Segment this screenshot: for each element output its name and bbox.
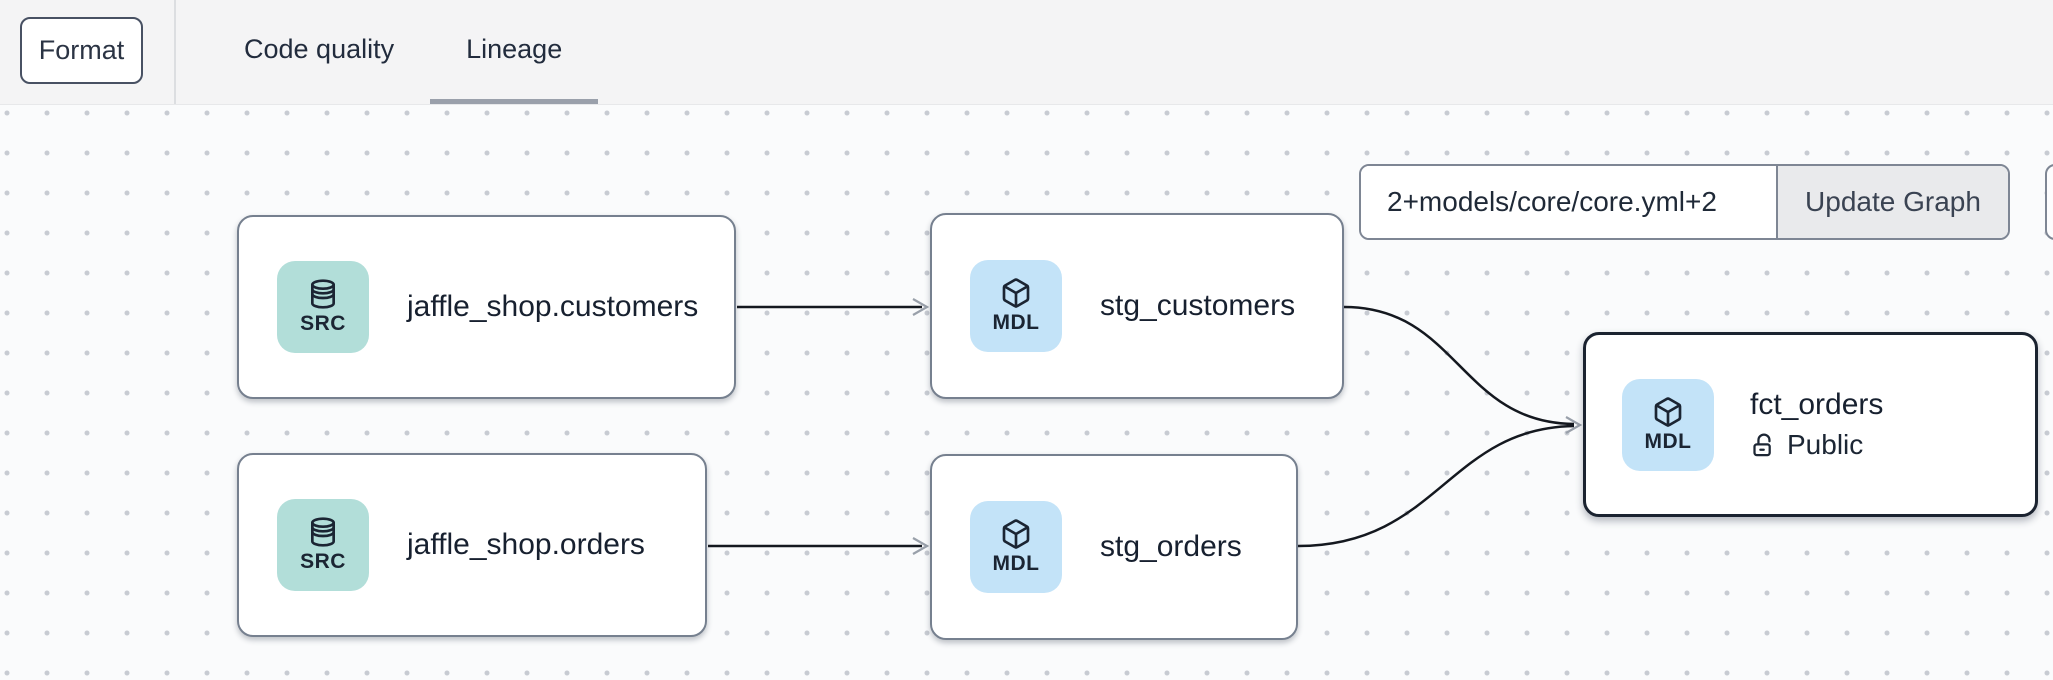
node-label: stg_customers xyxy=(1100,289,1296,322)
node-stg-orders[interactable]: MDL stg_orders xyxy=(930,454,1298,640)
source-badge: SRC xyxy=(277,261,369,353)
lineage-selector-input[interactable] xyxy=(1361,166,1776,238)
lineage-filter-group: Update Graph xyxy=(1359,164,2010,240)
partial-button-right-edge[interactable] xyxy=(2045,164,2053,240)
node-stg-customers[interactable]: MDL stg_customers xyxy=(930,213,1344,399)
database-icon xyxy=(311,517,335,547)
lineage-canvas[interactable]: Update Graph SRC jaffle_shop.customers M… xyxy=(0,105,2053,680)
database-icon xyxy=(311,279,335,309)
cube-icon xyxy=(1002,278,1030,308)
badge-label: MDL xyxy=(992,552,1040,575)
arrowhead-icon xyxy=(1565,416,1583,434)
badge-label: MDL xyxy=(1644,429,1692,453)
access-row: Public xyxy=(1750,429,1883,461)
node-label: jaffle_shop.orders xyxy=(407,528,645,561)
node-label: jaffle_shop.customers xyxy=(407,290,699,323)
cube-icon xyxy=(1654,396,1682,427)
arrowhead-icon xyxy=(912,537,930,555)
node-label: fct_orders xyxy=(1750,388,1884,421)
format-button[interactable]: Format xyxy=(20,17,143,84)
tab-lineage[interactable]: Lineage xyxy=(430,0,599,104)
model-badge: MDL xyxy=(1622,378,1714,471)
lock-open-icon xyxy=(1753,433,1771,456)
access-label: Public xyxy=(1787,429,1864,460)
model-badge: MDL xyxy=(970,260,1062,352)
badge-label: SRC xyxy=(300,550,346,573)
lineage-edges xyxy=(708,298,1583,555)
edge-stg-customers-to-fct xyxy=(1343,305,1575,426)
source-badge: SRC xyxy=(277,499,369,591)
node-fct-orders[interactable]: MDL fct_orders Public xyxy=(1583,332,2038,517)
arrowhead-icon xyxy=(912,298,930,316)
model-badge: MDL xyxy=(970,501,1062,593)
update-graph-button[interactable]: Update Graph xyxy=(1776,166,2008,238)
node-label: stg_orders xyxy=(1100,530,1242,563)
cube-icon xyxy=(1002,519,1030,549)
node-jaffle-shop-orders[interactable]: SRC jaffle_shop.orders xyxy=(237,453,707,637)
toolbar: Format Code quality Lineage xyxy=(0,0,2053,105)
badge-label: MDL xyxy=(992,311,1040,334)
edge-stg-orders-to-fct xyxy=(1297,424,1575,548)
badge-label: SRC xyxy=(300,312,346,335)
node-text-column: fct_orders Public xyxy=(1750,388,1883,461)
tab-code-quality[interactable]: Code quality xyxy=(244,34,395,64)
toolbar-divider xyxy=(174,0,176,104)
tab-bar: Code quality Lineage xyxy=(208,0,599,104)
node-jaffle-shop-customers[interactable]: SRC jaffle_shop.customers xyxy=(237,215,736,399)
